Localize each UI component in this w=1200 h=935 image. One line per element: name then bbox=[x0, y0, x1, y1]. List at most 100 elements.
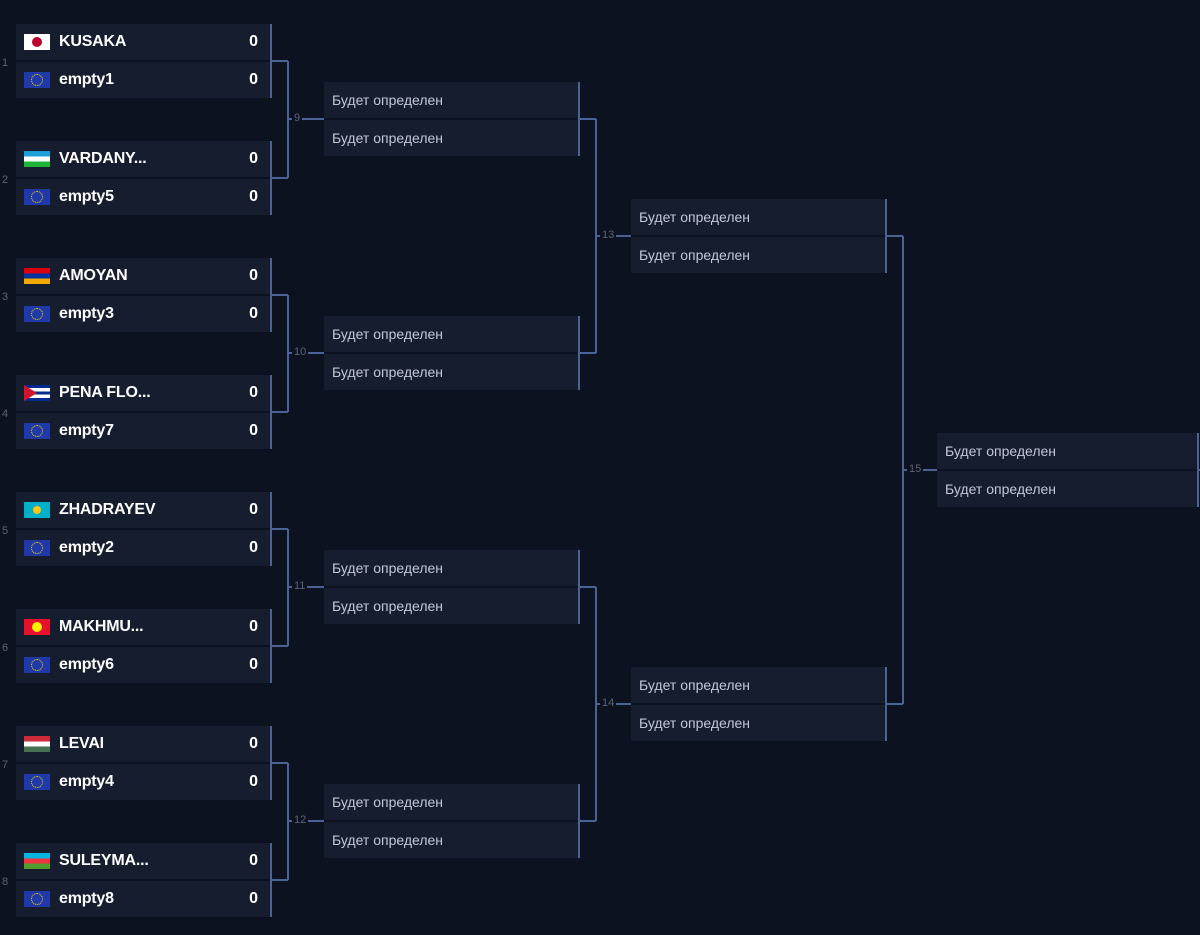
player-score: 0 bbox=[249, 618, 258, 635]
tbd-label: Будет определен bbox=[639, 677, 751, 693]
tbd-label: Будет определен bbox=[639, 715, 751, 731]
japan-flag-icon bbox=[24, 34, 50, 50]
tbd-label: Будет определен bbox=[332, 832, 444, 848]
player-score: 0 bbox=[249, 656, 258, 673]
tbd-label: Будет определен bbox=[332, 92, 444, 108]
player-slot[interactable]: MAKHMU... 0 bbox=[16, 609, 270, 645]
eu-flag-icon bbox=[24, 72, 50, 88]
kazakhstan-flag-icon bbox=[24, 502, 50, 518]
tbd-slot[interactable]: Будет определен bbox=[324, 588, 578, 624]
uzbekistan-flag-icon bbox=[24, 151, 50, 167]
player-score: 0 bbox=[249, 539, 258, 556]
player-score: 0 bbox=[249, 890, 258, 907]
tbd-slot[interactable]: Будет определен bbox=[324, 550, 578, 586]
player-name: empty1 bbox=[59, 71, 114, 88]
player-score: 0 bbox=[249, 422, 258, 439]
player-slot[interactable]: SULEYMA... 0 bbox=[16, 843, 270, 879]
eu-flag-icon bbox=[24, 306, 50, 322]
tbd-slot[interactable]: Будет определен bbox=[324, 784, 578, 820]
player-score: 0 bbox=[249, 150, 258, 167]
tbd-label: Будет определен bbox=[945, 443, 1057, 459]
tbd-slot[interactable]: Будет определен bbox=[631, 199, 885, 235]
armenia-flag-icon bbox=[24, 268, 50, 284]
tbd-slot[interactable]: Будет определен bbox=[324, 120, 578, 156]
azerbaijan-flag-icon bbox=[24, 853, 50, 869]
match-number: 13 bbox=[600, 229, 617, 241]
tbd-slot[interactable]: Будет определен bbox=[631, 705, 885, 741]
tbd-slot[interactable]: Будет определен bbox=[324, 354, 578, 390]
player-name: ZHADRAYEV bbox=[59, 501, 156, 518]
match-number: 9 bbox=[292, 112, 303, 124]
player-slot[interactable]: AMOYAN 0 bbox=[16, 258, 270, 294]
seed-number: 4 bbox=[2, 408, 9, 420]
seed-number: 3 bbox=[2, 291, 9, 303]
tbd-slot[interactable]: Будет определен bbox=[631, 237, 885, 273]
player-name: AMOYAN bbox=[59, 267, 128, 284]
eu-flag-icon bbox=[24, 540, 50, 556]
player-slot[interactable]: KUSAKA 0 bbox=[16, 24, 270, 60]
tbd-label: Будет определен bbox=[639, 247, 751, 263]
player-score: 0 bbox=[249, 305, 258, 322]
player-score: 0 bbox=[249, 501, 258, 518]
player-score: 0 bbox=[249, 735, 258, 752]
player-slot[interactable]: empty6 0 bbox=[16, 647, 270, 683]
player-name: PENA FLO... bbox=[59, 384, 151, 401]
player-score: 0 bbox=[249, 188, 258, 205]
match-number: 10 bbox=[292, 346, 309, 358]
tbd-label: Будет определен bbox=[332, 598, 444, 614]
player-name: VARDANY... bbox=[59, 150, 147, 167]
tbd-label: Будет определен bbox=[332, 326, 444, 342]
seed-number: 1 bbox=[2, 57, 9, 69]
tbd-slot[interactable]: Будет определен bbox=[937, 433, 1197, 469]
tbd-label: Будет определен bbox=[332, 364, 444, 380]
player-slot[interactable]: ZHADRAYEV 0 bbox=[16, 492, 270, 528]
player-score: 0 bbox=[249, 267, 258, 284]
player-name: KUSAKA bbox=[59, 33, 127, 50]
tbd-label: Будет определен bbox=[945, 481, 1057, 497]
player-name: SULEYMA... bbox=[59, 852, 149, 869]
player-slot[interactable]: LEVAI 0 bbox=[16, 726, 270, 762]
player-name: MAKHMU... bbox=[59, 618, 144, 635]
tbd-slot[interactable]: Будет определен bbox=[324, 316, 578, 352]
player-name: empty6 bbox=[59, 656, 114, 673]
tbd-slot[interactable]: Будет определен bbox=[324, 82, 578, 118]
player-score: 0 bbox=[249, 773, 258, 790]
match-number: 14 bbox=[600, 697, 617, 709]
player-slot[interactable]: PENA FLO... 0 bbox=[16, 375, 270, 411]
player-slot[interactable]: VARDANY... 0 bbox=[16, 141, 270, 177]
tbd-label: Будет определен bbox=[332, 794, 444, 810]
hungary-flag-icon bbox=[24, 736, 50, 752]
tbd-slot[interactable]: Будет определен bbox=[631, 667, 885, 703]
player-score: 0 bbox=[249, 852, 258, 869]
eu-flag-icon bbox=[24, 891, 50, 907]
player-score: 0 bbox=[249, 384, 258, 401]
player-name: LEVAI bbox=[59, 735, 104, 752]
eu-flag-icon bbox=[24, 657, 50, 673]
tbd-slot[interactable]: Будет определен bbox=[937, 471, 1197, 507]
kyrgyzstan-flag-icon bbox=[24, 619, 50, 635]
round1-match: MAKHMU... 0 empty6 0 bbox=[16, 609, 272, 685]
tbd-slot[interactable]: Будет определен bbox=[324, 822, 578, 858]
player-score: 0 bbox=[249, 33, 258, 50]
cuba-flag-icon bbox=[24, 385, 50, 401]
seed-number: 6 bbox=[2, 642, 9, 654]
